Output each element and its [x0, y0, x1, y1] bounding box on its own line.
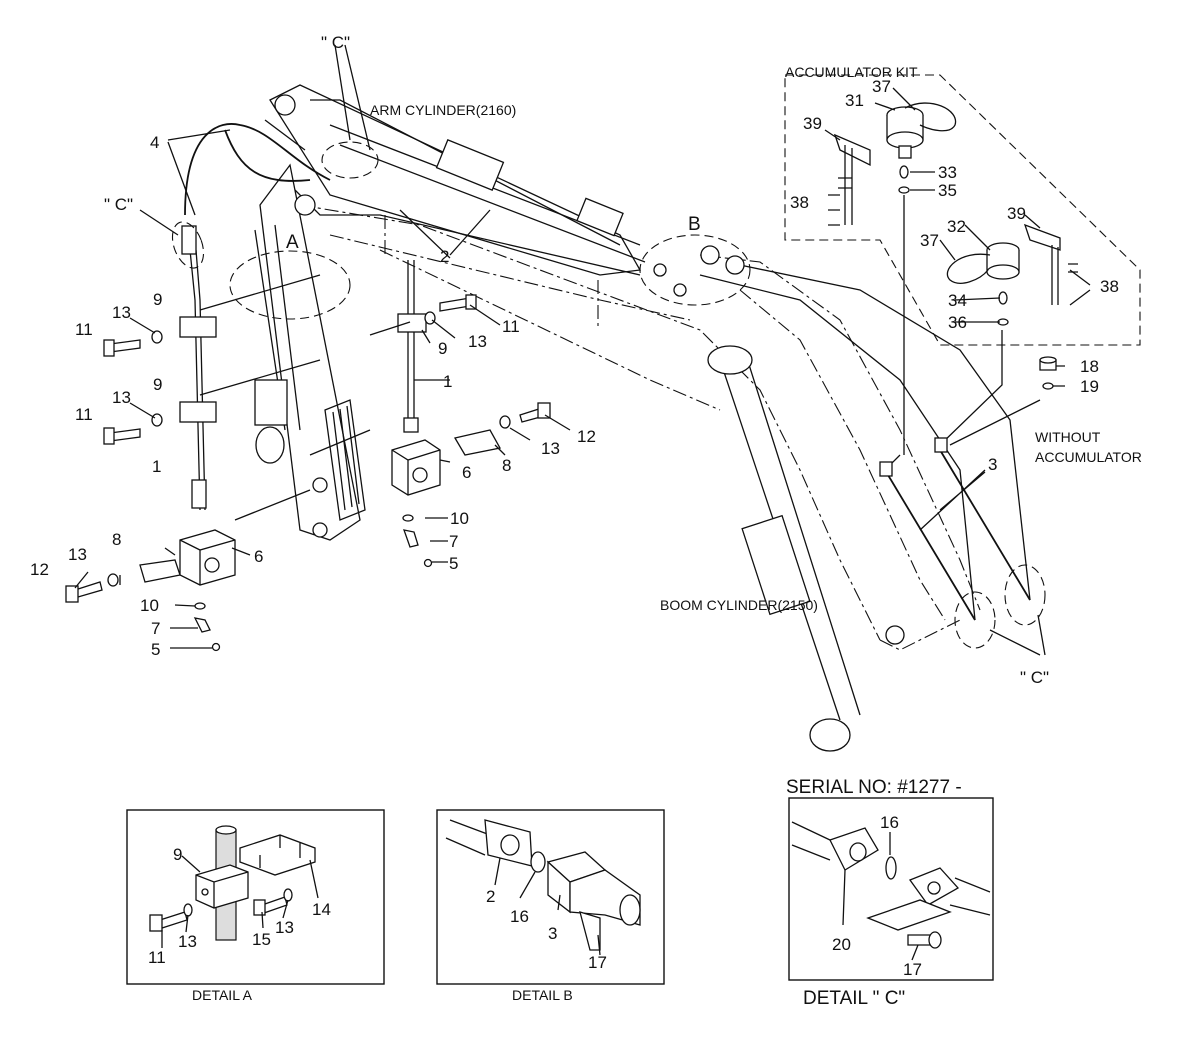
callout-34: 34	[948, 291, 967, 310]
callout-11-lower: 11	[75, 405, 93, 424]
detail-b-callout-2: 2	[486, 887, 495, 906]
callout-19: 19	[1080, 377, 1099, 396]
detail-c-caption: DETAIL " C"	[803, 988, 905, 1009]
bracket-8-left	[139, 559, 181, 583]
bracket-8-mid	[453, 429, 502, 456]
callout-3: 3	[988, 455, 997, 474]
detail-b-callout-16: 16	[510, 907, 529, 926]
detail-a-panel: 9 14 11 13 15 13 DETAIL A	[126, 809, 385, 1003]
clamp-9-lower	[179, 401, 217, 423]
callout-9-mid: 9	[438, 339, 447, 358]
boom-assembly	[254, 84, 1031, 752]
callout-5-mid: 5	[449, 554, 458, 573]
bracket-39-lower	[1023, 223, 1061, 251]
detail-c-panel: SERIAL NO: #1277 - 16 20 17 DETAIL " C"	[786, 777, 994, 1009]
callout-a: A	[286, 232, 299, 253]
detail-c-callout-16: 16	[880, 813, 899, 832]
detail-c-callout-20: 20	[832, 935, 851, 954]
valve-block-6-mid	[391, 439, 441, 496]
callout-1-left: 1	[152, 457, 161, 476]
callout-1-mid: 1	[443, 372, 452, 391]
callout-13-lower: 13	[112, 388, 131, 407]
callout-37-upper: 37	[872, 77, 891, 96]
callout-12-left: 12	[30, 560, 49, 579]
callout-10-mid: 10	[450, 509, 469, 528]
callout-13-right: 13	[541, 439, 560, 458]
accumulator-32	[946, 242, 1020, 284]
detail-a-callout-13: 13	[178, 932, 197, 951]
callout-b: B	[688, 214, 701, 235]
callout-8-mid: 8	[502, 456, 511, 475]
callout-39-upper: 39	[803, 114, 822, 133]
callout-11-mid: 11	[502, 317, 520, 336]
without-accumulator-label-line2: ACCUMULATOR	[1035, 449, 1142, 465]
detail-a-caption: DETAIL A	[192, 987, 253, 1003]
callout-12-right: 12	[577, 427, 596, 446]
callout-c-top: " C"	[321, 33, 350, 52]
without-accumulator-label-line1: WITHOUT	[1035, 429, 1101, 445]
callout-33: 33	[938, 163, 957, 182]
detail-a-callout-15: 15	[252, 930, 271, 949]
callout-32: 32	[947, 217, 966, 236]
callout-10-left: 10	[140, 596, 159, 615]
callout-18: 18	[1080, 357, 1099, 376]
valve-block-6-left	[179, 529, 236, 586]
callout-37-lower: 37	[920, 231, 939, 250]
callout-11-upper: 11	[75, 320, 93, 339]
detail-a-callout-14: 14	[312, 900, 331, 919]
callout-4: 4	[150, 133, 159, 152]
callout-c-left: " C"	[104, 195, 133, 214]
arm-wear-plate	[324, 399, 366, 521]
callout-7-left: 7	[151, 619, 160, 638]
callout-38-lower: 38	[1100, 277, 1119, 296]
boom-cylinder-label: BOOM CYLINDER(2150)	[660, 597, 818, 613]
detail-b-marker	[639, 234, 751, 306]
detail-a-callout-9: 9	[173, 845, 182, 864]
callout-6-left: 6	[254, 547, 263, 566]
callout-7-mid: 7	[449, 532, 458, 551]
detail-a-marker	[229, 250, 351, 320]
serial-number-label: SERIAL NO: #1277 -	[786, 777, 962, 798]
callout-36: 36	[948, 313, 967, 332]
callout-6-mid: 6	[462, 463, 471, 482]
callout-9-lower: 9	[153, 375, 162, 394]
clamp-9-mid	[397, 313, 427, 333]
detail-b-callout-17: 17	[588, 953, 607, 972]
callout-8-left: 8	[112, 530, 121, 549]
clamp-9-upper	[179, 316, 217, 338]
callout-9-upper: 9	[153, 290, 162, 309]
left-pipe-assembly	[65, 221, 236, 652]
detail-b-panel: 2 16 3 17 DETAIL B	[436, 809, 665, 1003]
detail-b-callout-3: 3	[548, 924, 557, 943]
hose-4	[184, 119, 331, 216]
callout-39-lower: 39	[1007, 204, 1026, 223]
callout-13-upper: 13	[112, 303, 131, 322]
callout-2: 2	[440, 247, 449, 266]
callout-38-upper: 38	[790, 193, 809, 212]
detail-b-caption: DETAIL B	[512, 987, 573, 1003]
callout-c-right: " C"	[1020, 668, 1049, 687]
accumulator-31	[886, 102, 957, 159]
detail-a-callout-11: 11	[148, 948, 166, 967]
accumulator-kit	[784, 74, 1141, 346]
detail-c-callout-17: 17	[903, 960, 922, 979]
arm-cylinder-label: ARM CYLINDER(2160)	[370, 102, 516, 118]
callout-13-mid: 13	[468, 332, 487, 351]
accumulator-kit-label: ACCUMULATOR KIT	[785, 64, 918, 80]
callout-31: 31	[845, 91, 864, 110]
callout-13-left: 13	[68, 545, 87, 564]
callout-5-left: 5	[151, 640, 160, 659]
callout-35: 35	[938, 181, 957, 200]
detail-a-callout-13b: 13	[275, 918, 294, 937]
